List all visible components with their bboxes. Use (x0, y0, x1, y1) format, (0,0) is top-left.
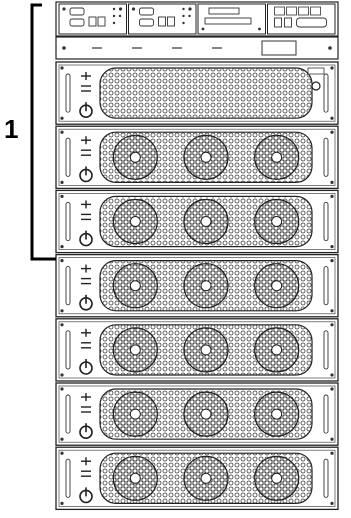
fan-grille (99, 324, 313, 376)
fan-unit (55, 253, 339, 318)
fan-icon (112, 327, 158, 373)
fan-grille (99, 452, 313, 505)
fan-icon (112, 263, 158, 309)
fan-icon (112, 134, 158, 180)
fan-icon (183, 391, 229, 437)
display-window (261, 40, 297, 56)
fan-icon (112, 391, 158, 437)
unit-handle (79, 264, 93, 311)
fan-grille (99, 260, 313, 312)
fan-unit (55, 61, 339, 125)
fan-grille (99, 131, 313, 183)
fan-icon (183, 198, 229, 245)
unit-handle (79, 72, 93, 118)
fan-grille (99, 388, 313, 440)
unit-handle (79, 393, 93, 440)
control-module (197, 3, 266, 35)
fan-icon (254, 455, 300, 501)
unit-handle (79, 136, 93, 183)
callout-bracket (30, 3, 56, 261)
fan-icon (254, 198, 300, 245)
fan-unit (55, 125, 339, 190)
unit-handle (79, 457, 93, 504)
fan-unit (55, 318, 339, 382)
fan-icon (183, 134, 229, 180)
unit-handle (79, 200, 93, 247)
fan-unit (55, 189, 339, 254)
fan-icon (254, 327, 300, 373)
fan-icon (183, 455, 229, 501)
fan-icon (254, 134, 300, 180)
fan-unit (55, 446, 339, 511)
callout-label-1: 1 (4, 114, 19, 144)
control-module (58, 3, 127, 35)
display-shelf (55, 36, 339, 60)
fan-grille (99, 195, 313, 248)
fan-units (55, 61, 339, 511)
fan-icon (112, 198, 158, 245)
control-shelf (55, 1, 339, 37)
control-module (128, 3, 197, 35)
unit-handle (79, 328, 93, 375)
fan-icon (254, 391, 300, 437)
fan-icon (112, 455, 158, 501)
fan-grille (99, 67, 313, 119)
fan-icon (183, 263, 229, 309)
fan-icon (183, 327, 229, 373)
fan-unit (55, 382, 339, 446)
fan-icon (254, 263, 300, 309)
control-module (267, 3, 336, 35)
